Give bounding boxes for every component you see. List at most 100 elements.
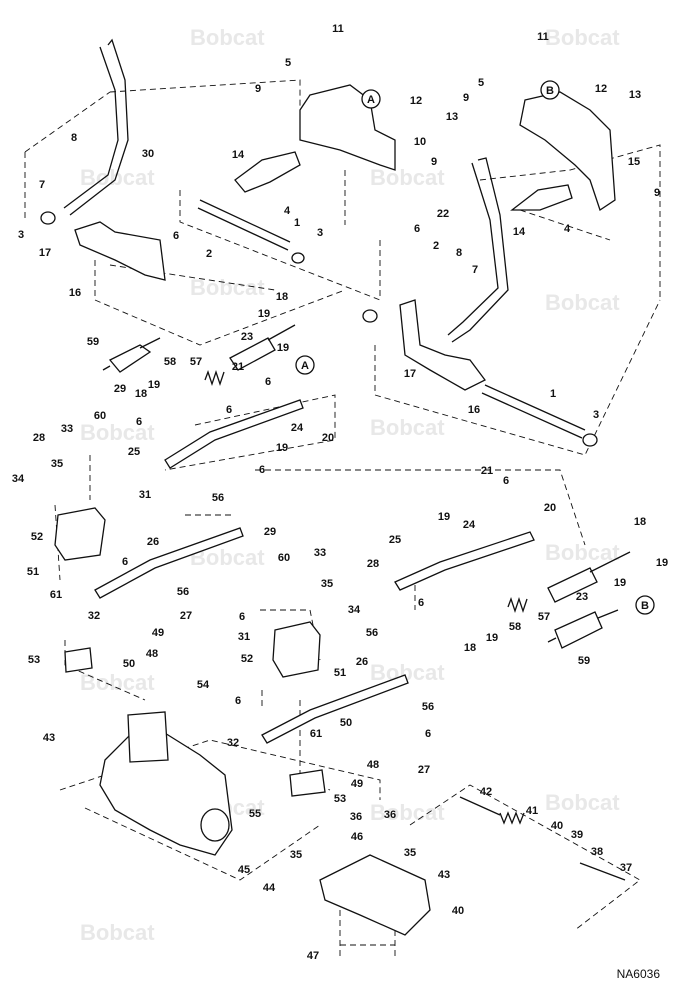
assembly-guide-lines xyxy=(24,79,661,960)
part-number-58: 58 xyxy=(164,356,176,368)
right-link-rod xyxy=(394,531,535,591)
left-link-rod xyxy=(164,399,304,469)
part-number-32: 32 xyxy=(227,737,239,749)
part-number-9: 9 xyxy=(431,156,437,168)
part-number-52: 52 xyxy=(241,653,253,665)
watermark-text: Bobcat xyxy=(545,540,620,565)
part-number-51: 51 xyxy=(334,667,346,679)
right-damper xyxy=(554,611,603,649)
part-number-12: 12 xyxy=(595,83,607,95)
part-number-9: 9 xyxy=(255,83,261,95)
part-number-18: 18 xyxy=(634,516,646,528)
part-number-35: 35 xyxy=(290,849,302,861)
part-number-6: 6 xyxy=(265,376,271,388)
part-number-53: 53 xyxy=(28,654,40,666)
part-number-25: 25 xyxy=(128,446,140,458)
part-number-24: 24 xyxy=(291,422,304,434)
part-number-49: 49 xyxy=(152,627,164,639)
part-number-28: 28 xyxy=(33,432,45,444)
watermark-text: Bobcat xyxy=(370,800,445,825)
watermark-text: Bobcat xyxy=(545,790,620,815)
part-number-9: 9 xyxy=(463,92,469,104)
part-number-31: 31 xyxy=(139,489,151,501)
part-number-57: 57 xyxy=(538,611,550,623)
part-number-42: 42 xyxy=(480,786,492,798)
part-number-43: 43 xyxy=(43,732,55,744)
part-number-37: 37 xyxy=(620,862,632,874)
part-number-12: 12 xyxy=(410,95,422,107)
part-number-40: 40 xyxy=(551,820,563,832)
part-number-40: 40 xyxy=(452,905,464,917)
part-number-6: 6 xyxy=(503,475,509,487)
part-number-50: 50 xyxy=(340,717,352,729)
part-number-60: 60 xyxy=(278,552,290,564)
part-number-6: 6 xyxy=(122,556,128,568)
upper-left-mount-bracket xyxy=(299,84,396,171)
part-number-27: 27 xyxy=(180,610,192,622)
watermark-text: Bobcat xyxy=(370,415,445,440)
left-spring xyxy=(204,369,225,387)
callout-b-upper-label: B xyxy=(546,85,554,97)
part-number-6: 6 xyxy=(173,230,179,242)
part-number-54: 54 xyxy=(197,679,210,691)
part-number-31: 31 xyxy=(238,631,250,643)
part-number-3: 3 xyxy=(18,229,24,241)
callout-a-upper-label: A xyxy=(367,94,375,106)
part-number-57: 57 xyxy=(190,356,202,368)
bushing xyxy=(291,252,305,264)
part-number-35: 35 xyxy=(404,847,416,859)
part-number-19: 19 xyxy=(148,379,160,391)
part-number-21: 21 xyxy=(481,465,493,477)
part-number-5: 5 xyxy=(285,57,291,69)
part-number-33: 33 xyxy=(61,423,73,435)
part-number-3: 3 xyxy=(593,409,599,421)
right-control-lever xyxy=(451,157,509,343)
part-number-6: 6 xyxy=(425,728,431,740)
part-number-14: 14 xyxy=(513,226,526,238)
part-number-19: 19 xyxy=(258,308,270,320)
part-number-35: 35 xyxy=(51,458,63,470)
part-number-9: 9 xyxy=(654,187,660,199)
part-number-11: 11 xyxy=(537,31,549,43)
part-number-56: 56 xyxy=(422,701,434,713)
part-number-46: 46 xyxy=(351,831,363,843)
part-number-48: 48 xyxy=(367,759,379,771)
part-number-19: 19 xyxy=(277,342,289,354)
part-number-10: 10 xyxy=(414,136,426,148)
part-number-60: 60 xyxy=(94,410,106,422)
part-number-56: 56 xyxy=(177,586,189,598)
part-number-26: 26 xyxy=(356,656,368,668)
callouts: A A B B xyxy=(295,80,655,615)
part-number-36: 36 xyxy=(350,811,362,823)
rod xyxy=(459,796,501,816)
part-number-7: 7 xyxy=(472,264,478,276)
bushing xyxy=(40,211,56,225)
part-number-11: 11 xyxy=(332,23,344,35)
left-lever-base xyxy=(74,221,166,281)
right-cover-plate xyxy=(510,184,573,211)
figure-code: NA6036 xyxy=(617,967,661,981)
part-number-6: 6 xyxy=(418,597,424,609)
part-number-19: 19 xyxy=(438,511,450,523)
bushing xyxy=(582,433,598,447)
watermark-text: Bobcat xyxy=(545,25,620,50)
part-number-55: 55 xyxy=(249,808,261,820)
part-number-32: 32 xyxy=(88,610,100,622)
left-mount-bracket xyxy=(64,647,93,673)
part-number-15: 15 xyxy=(628,156,640,168)
part-number-17: 17 xyxy=(404,368,416,380)
left-control-lever xyxy=(69,38,129,216)
callout-b-upper xyxy=(540,80,560,100)
right-lever-base xyxy=(399,299,486,391)
part-number-16: 16 xyxy=(468,404,480,416)
part-number-18: 18 xyxy=(135,388,147,400)
parts xyxy=(40,38,631,936)
mount-bracket xyxy=(319,854,431,936)
part-number-1: 1 xyxy=(550,388,556,400)
right-spring xyxy=(507,596,528,614)
part-number-30: 30 xyxy=(142,148,154,160)
part-number-27: 27 xyxy=(418,764,430,776)
part-number-7: 7 xyxy=(39,179,45,191)
part-number-8: 8 xyxy=(456,247,462,259)
